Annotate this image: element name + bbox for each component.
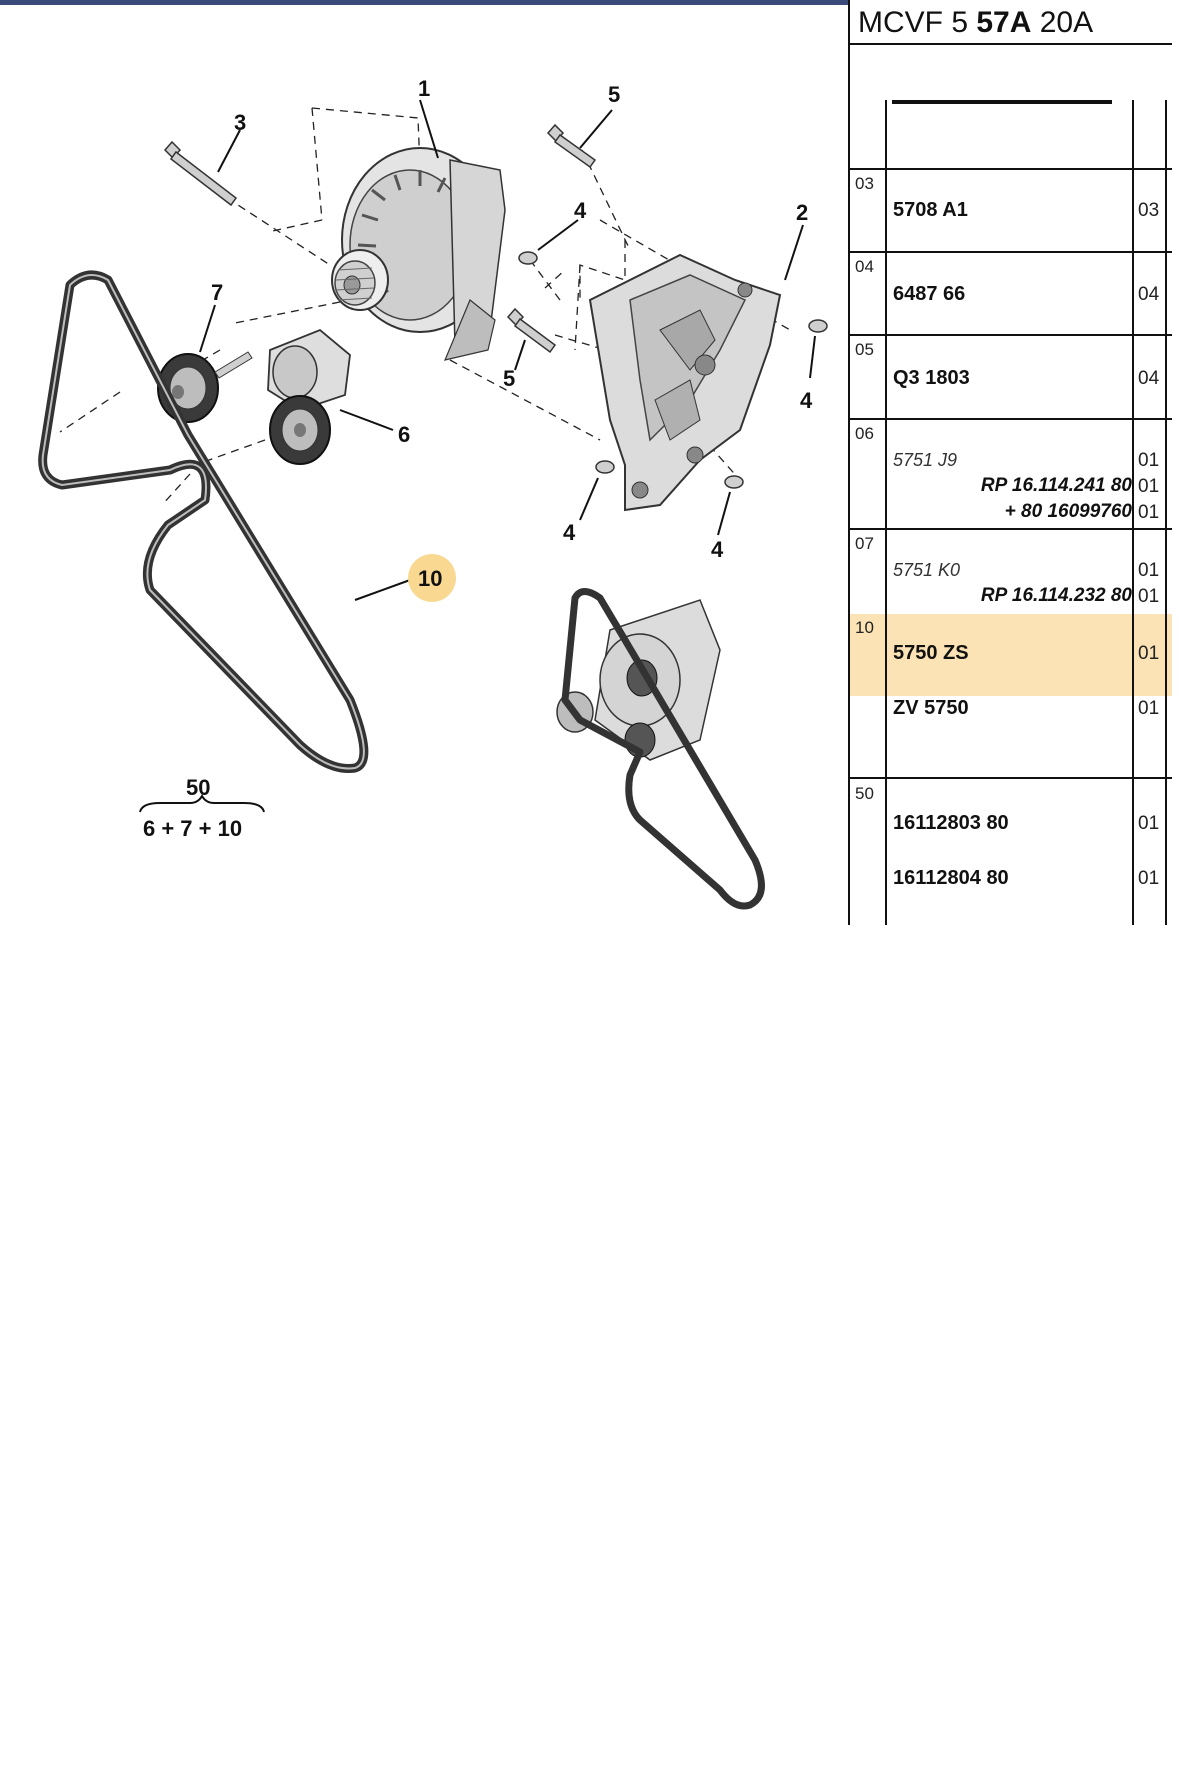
callout-2: 2 [796,200,808,225]
row-rule [850,777,1172,779]
alternator [331,147,506,361]
row-rule [850,334,1172,336]
quantity: 01 [1138,643,1160,664]
part-reference: 16112803 80 [893,812,1009,834]
column-divider-3 [1165,100,1167,925]
exploded-parts-diagram: 1 2 3 4 4 4 4 5 5 6 7 10 50 6 + 7 + 10 [38,76,828,910]
quantity: 01 [1138,502,1160,523]
callout-7: 7 [211,280,223,305]
kit-formula: 6 + 7 + 10 [143,816,242,841]
row-number: 05 [855,340,874,359]
panel-header: MCVF 5 57A 20A [858,6,1093,40]
quantity: 01 [1138,476,1160,497]
callout-6: 6 [398,422,410,447]
quantity: 01 [1138,560,1160,581]
callout-4-a: 4 [574,198,587,223]
callout-3: 3 [234,110,246,135]
header-prefix: MCVF 5 [858,6,969,39]
row-number: 10 [855,618,874,637]
kit-brace [139,793,265,813]
drive-belt-inner [41,274,365,770]
column-divider-2 [1132,100,1134,925]
bolts [163,123,597,354]
row-rule [850,168,1172,170]
callout-4-b: 4 [800,388,813,413]
quantity: 01 [1138,586,1160,607]
replacement-reference: RP 16.114.232 80 [980,585,1132,606]
kit-number: 50 [186,775,210,800]
quantity: 03 [1138,200,1160,221]
alternate-reference: ZV 5750 [893,697,969,719]
column-divider-1 [885,100,887,925]
highlighted-row [850,614,1172,696]
supplementary-reference: + 80 16099760 [1004,501,1132,522]
leader-lines [199,99,816,601]
part-reference: Q3 1803 [893,367,970,389]
callout-10: 10 [418,566,442,591]
row-rule [850,528,1172,530]
header-bold: 57A [976,6,1032,39]
quantity: 04 [1138,284,1160,305]
part-reference: 5751 J9 [893,450,958,470]
callout-5-b: 5 [503,366,515,391]
mounting-bracket [588,253,782,512]
callout-5-a: 5 [608,82,620,107]
quantity: 01 [1138,450,1160,471]
part-reference: 16112804 80 [893,867,1009,889]
row-number: 07 [855,534,874,553]
row-number: 04 [855,257,874,276]
top-rule [0,0,848,5]
assembled-view [556,588,765,910]
part-reference: 6487 66 [893,283,966,305]
callout-1: 1 [418,76,430,101]
studs [518,251,828,489]
row-rule [850,418,1172,420]
parts-table-panel: MCVF 5 57A 20A 03 5708 A1 03 04 6487 66 … [848,0,1180,925]
quantity: 01 [1138,698,1160,719]
row-rule [850,251,1172,253]
highlight-circle [408,554,456,602]
part-reference: 5751 K0 [893,560,961,580]
quantity: 01 [1138,813,1160,834]
callout-4-d: 4 [711,537,724,562]
tensioner [267,328,351,465]
header-suffix: 20A [1039,6,1094,39]
idler-pulley [157,351,253,423]
quantity: 04 [1138,368,1160,389]
row-number: 50 [855,784,874,803]
truncated-row-text [892,100,1112,104]
row-number: 06 [855,424,874,443]
replacement-reference: RP 16.114.241 80 [980,475,1132,496]
callout-4-c: 4 [563,520,576,545]
part-reference: 5750 ZS [893,642,969,664]
quantity: 01 [1138,868,1160,889]
row-number: 03 [855,174,874,193]
header-rule [850,43,1172,45]
part-reference: 5708 A1 [893,199,968,221]
